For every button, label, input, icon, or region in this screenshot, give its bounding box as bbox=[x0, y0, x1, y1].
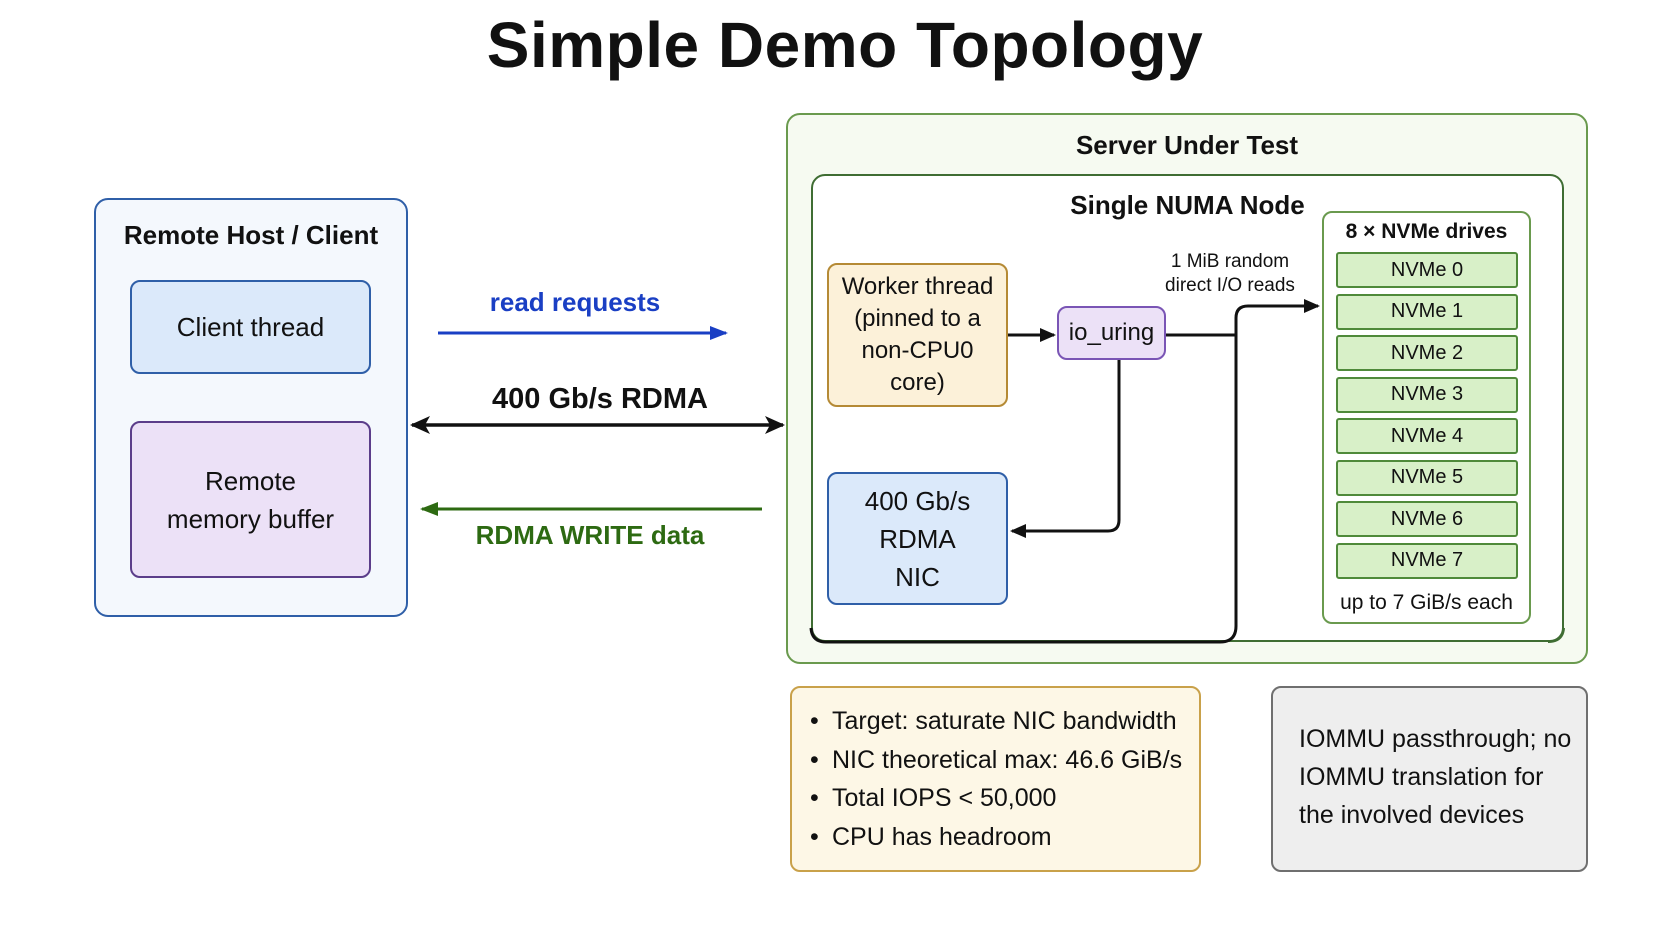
note-item: Total IOPS < 50,000 bbox=[810, 779, 1200, 818]
iommu-note-text: IOMMU passthrough; no IOMMU translation … bbox=[1299, 725, 1572, 829]
iouring-to-drives-arrow bbox=[1166, 299, 1320, 337]
io-uring-box: io_uring bbox=[1057, 306, 1166, 360]
remote-host-title: Remote Host / Client bbox=[123, 220, 379, 250]
server-title: Server Under Test bbox=[1075, 130, 1299, 160]
client-thread-box: Client thread bbox=[130, 280, 371, 374]
rdma-write-label: RDMA WRITE data bbox=[475, 520, 705, 550]
reads-label: 1 MiB random direct I/O reads bbox=[1165, 251, 1295, 296]
iommu-note-box bbox=[1271, 686, 1588, 872]
rdma-link-label: 400 Gb/s RDMA bbox=[492, 383, 708, 415]
nvme-drive: NVMe 1 bbox=[1336, 293, 1518, 330]
rdma-nic-box: 400 Gb/s RDMA NIC bbox=[827, 472, 1008, 605]
remote-memory-buffer-box: Remote memory buffer bbox=[130, 421, 371, 578]
drives-to-nic-path bbox=[809, 335, 1238, 644]
worker-thread-box: Worker thread (pinned to a non-CPU0 core… bbox=[827, 263, 1008, 407]
nvme-drive: NVMe 2 bbox=[1336, 335, 1518, 371]
note-item: NIC theoretical max: 46.6 GiB/s bbox=[810, 741, 1200, 780]
nvme-drive-list: NVMe 0 NVMe 1 NVMe 2 NVMe 3 NVMe 4 NVMe … bbox=[1336, 252, 1518, 584]
numa-node-title: Single NUMA Node bbox=[1070, 190, 1305, 220]
nvme-drive: NVMe 0 bbox=[1336, 252, 1518, 288]
read-requests-label: read requests bbox=[489, 287, 661, 317]
nvme-drives-title: 8 × NVMe drives bbox=[1345, 220, 1508, 243]
note-item: Target: saturate NIC bandwidth bbox=[810, 702, 1200, 741]
numa-border-accent bbox=[1547, 627, 1565, 643]
iouring-to-nic-arrow bbox=[1010, 360, 1121, 538]
nvme-drive: NVMe 6 bbox=[1336, 501, 1518, 537]
nvme-drive: NVMe 3 bbox=[1336, 376, 1518, 413]
note-item: CPU has headroom bbox=[810, 818, 1200, 857]
nvme-drive: NVMe 4 bbox=[1336, 418, 1518, 454]
nvme-drive: NVMe 5 bbox=[1336, 459, 1518, 496]
page-title: Simple Demo Topology bbox=[486, 9, 1204, 81]
nvme-drives-footer: up to 7 GiB/s each bbox=[1340, 591, 1513, 614]
nvme-drive: NVMe 7 bbox=[1336, 542, 1518, 579]
notes-list: Target: saturate NIC bandwidth NIC theor… bbox=[810, 702, 1200, 856]
